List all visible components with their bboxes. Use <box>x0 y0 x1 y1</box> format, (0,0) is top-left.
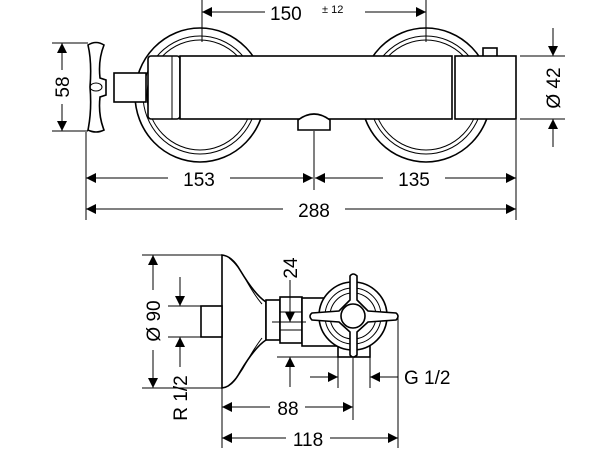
valve-handle <box>309 273 399 358</box>
cross-handle <box>87 41 147 133</box>
dim-handle-height: 58 <box>53 76 74 97</box>
dim-body-diameter: Ø 42 <box>544 67 565 108</box>
dim-rosette-diameter: Ø 90 <box>144 300 165 341</box>
dim-left-to-spout: 153 <box>183 170 215 191</box>
dim-tolerance: ± 12 <box>322 4 343 16</box>
dim-nut: 24 <box>281 257 302 279</box>
rosette-profile <box>200 254 267 389</box>
top-view: 150 ± 12 58 Ø 42 153 135 288 <box>52 0 565 222</box>
side-view: Ø 90 R 1/2 24 G 1/2 88 118 <box>142 254 450 450</box>
dim-inlet-thread: R 1/2 <box>171 375 192 420</box>
dim-overall-length: 288 <box>298 201 330 222</box>
dim-outlet-thread: G 1/2 <box>404 368 450 389</box>
thermostat-body <box>147 47 517 131</box>
dim-spout-to-right: 135 <box>398 170 430 191</box>
dim-center-distance: 150 <box>270 4 302 25</box>
dim-overall-depth: 118 <box>293 430 323 450</box>
dim-depth-to-outlet: 88 <box>277 399 298 420</box>
